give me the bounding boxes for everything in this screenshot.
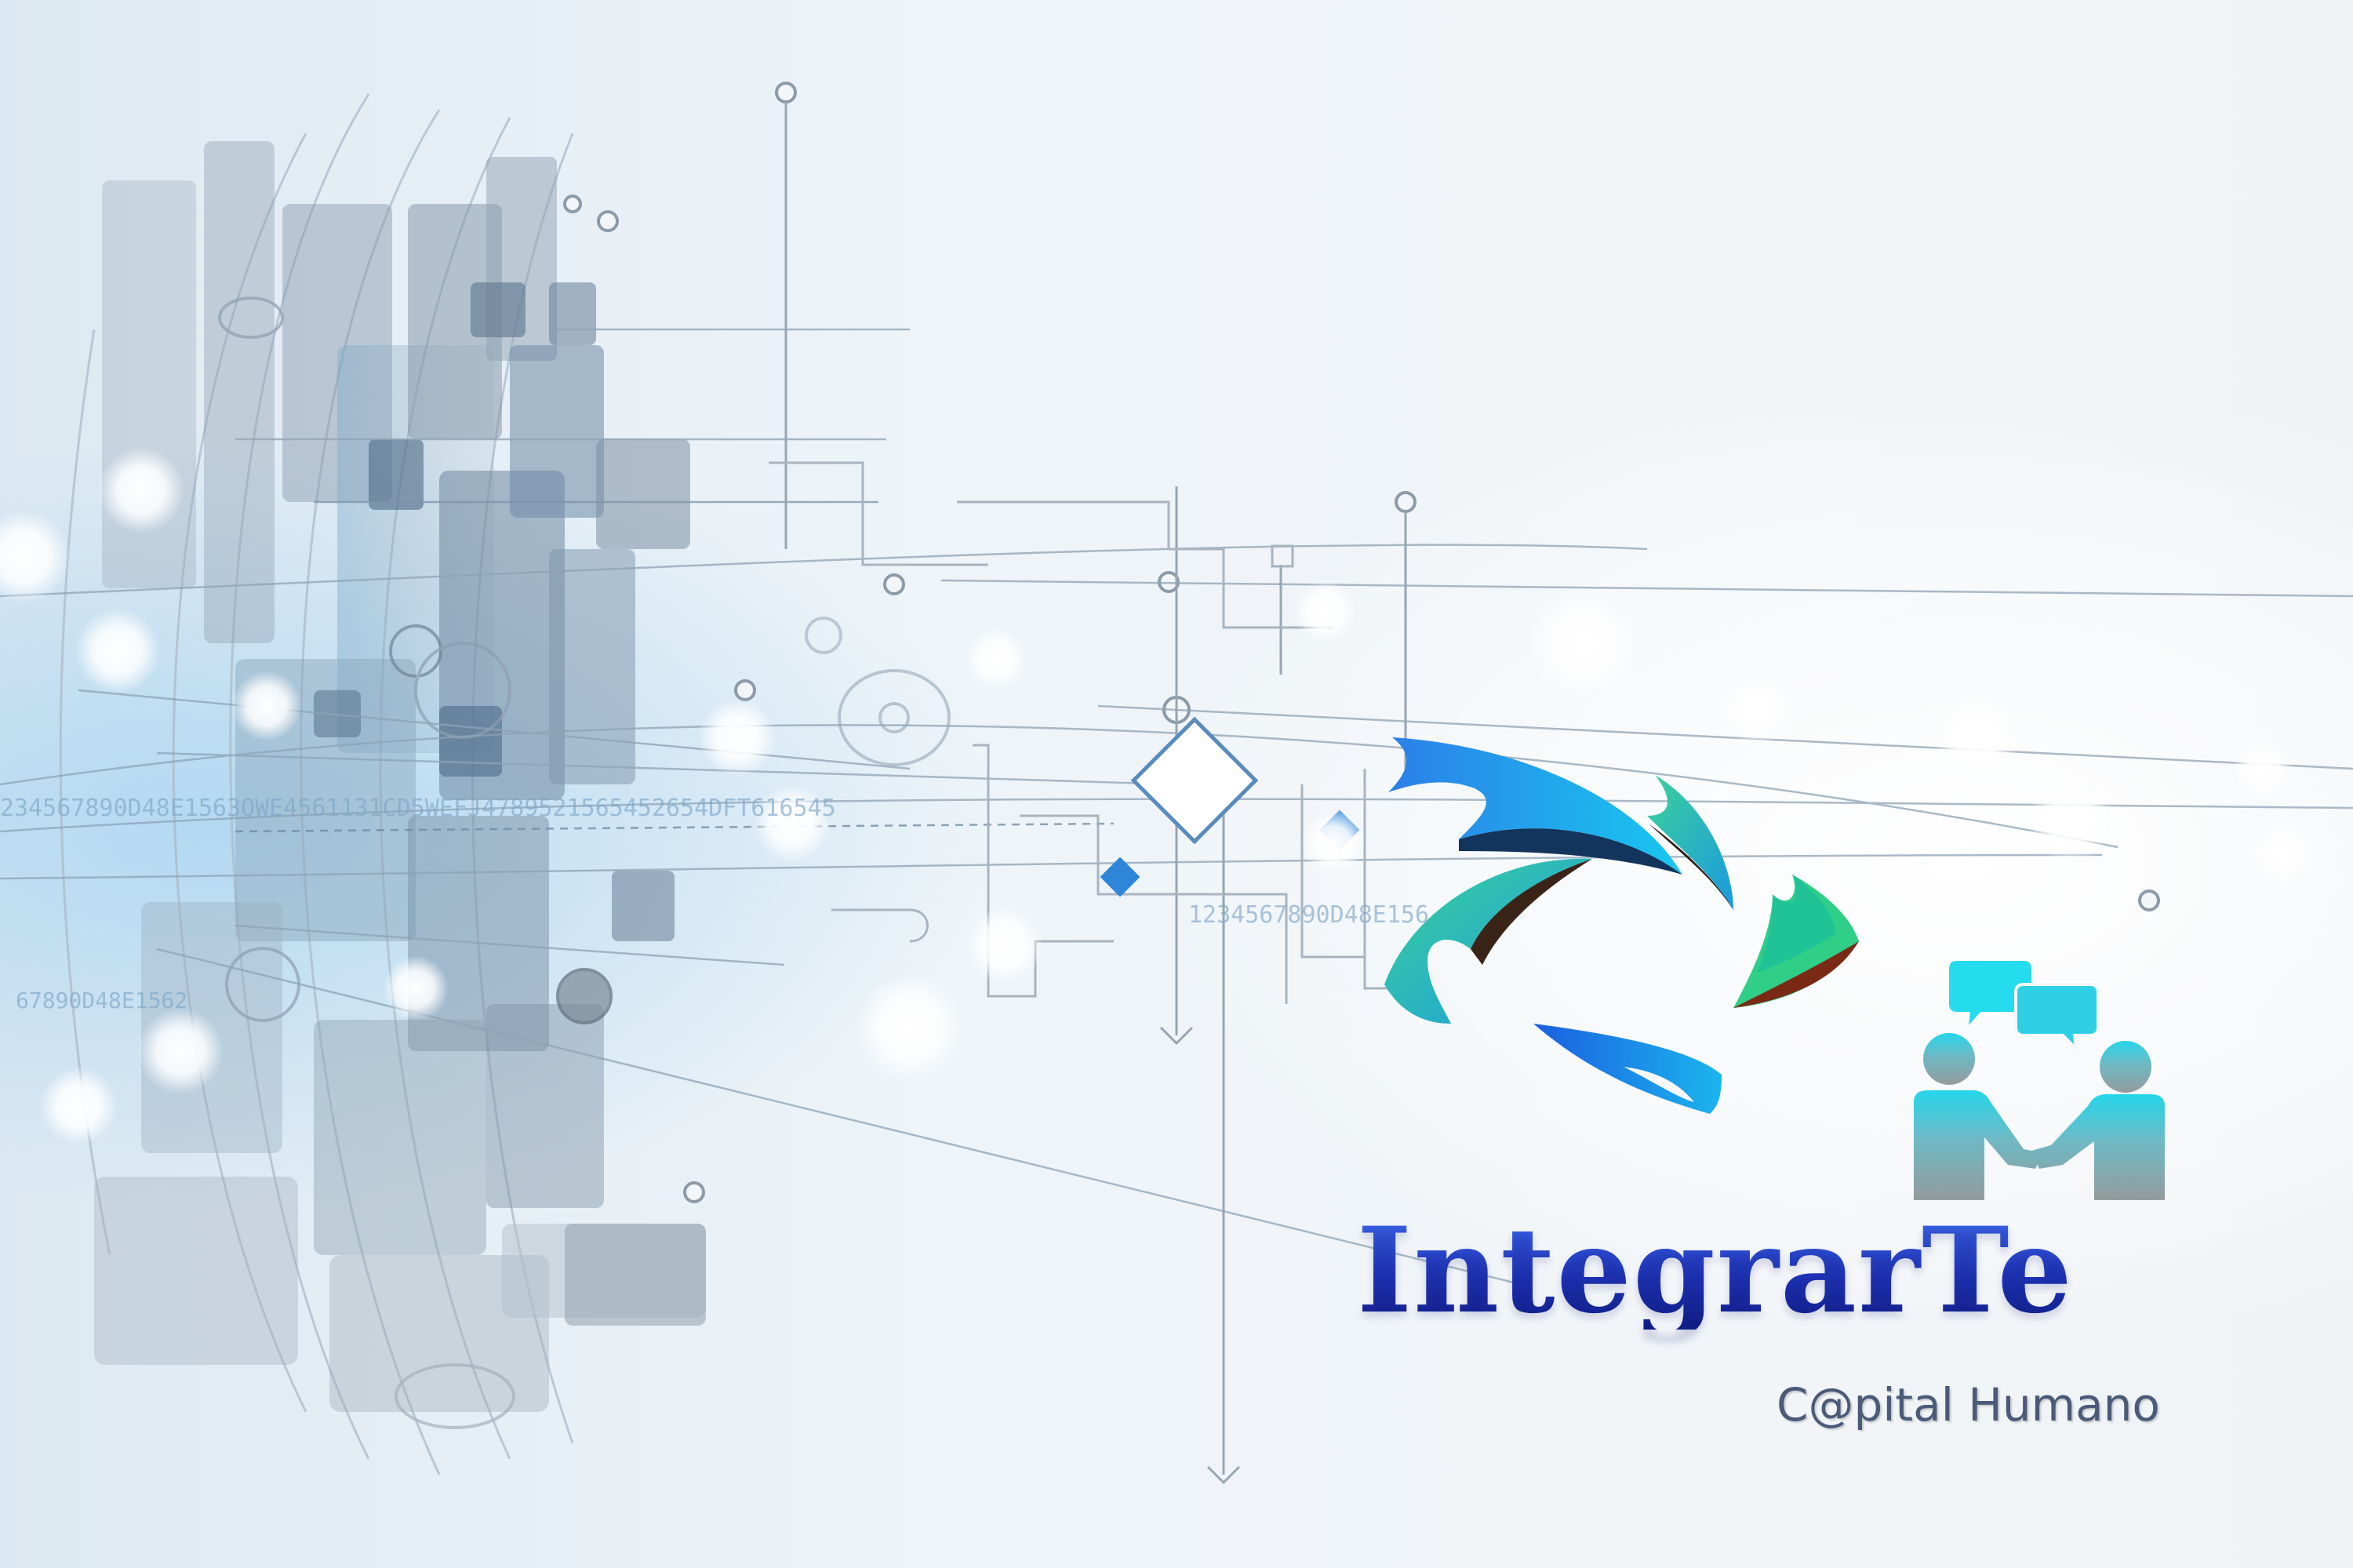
code-string-1: 234567890D48E1563QWE4561131CD5WEFJ478952… <box>0 795 836 822</box>
circuit-traces <box>769 461 1427 1004</box>
light-glows <box>0 447 2314 1145</box>
flow-lines <box>0 328 2353 1288</box>
code-string-3: 67890D48E1562 <box>16 988 187 1013</box>
code-string-2: 1234567890D48E156 <box>1188 901 1429 929</box>
connector-nodes <box>563 82 2160 1203</box>
circuit-panels <box>94 141 706 1412</box>
circuit-rings <box>218 297 951 1429</box>
vertical-lines <box>784 102 1407 1485</box>
code-strings: 234567890D48E1563QWE4561131CD5WEFJ478952… <box>0 795 1429 1013</box>
people-handshake-chat-icon <box>1914 961 2165 1200</box>
brand-tagline: C@pital Humano <box>1777 1378 2160 1432</box>
pinwheel-swirl-logo-icon <box>1384 737 1859 1114</box>
brand-name: IntegrarTe <box>1357 1202 2074 1340</box>
